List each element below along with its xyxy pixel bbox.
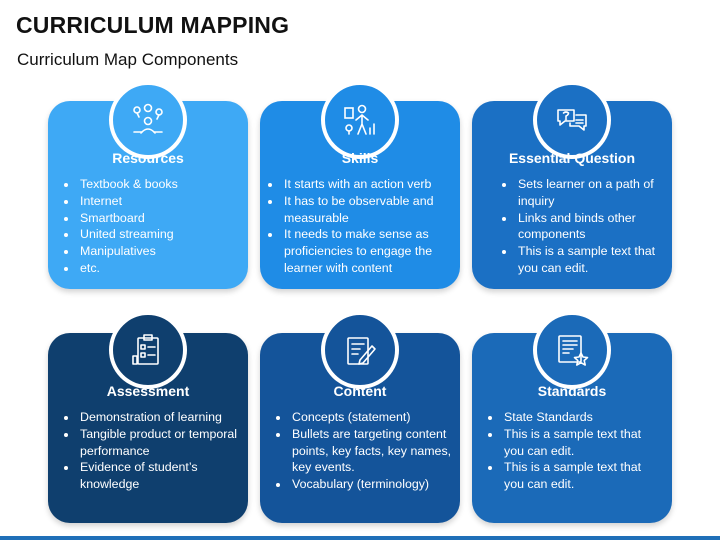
card-title: Skills [341, 150, 379, 166]
list-item: Textbook & books [78, 176, 240, 193]
list-item: It needs to make sense as proficiencies … [282, 226, 452, 276]
list-item: Sets learner on a path of inquiry [516, 176, 664, 210]
document-pencil-icon [321, 311, 399, 389]
list-item: Smartboard [78, 210, 240, 227]
page-subtitle: Curriculum Map Components [17, 50, 239, 69]
list-item: Manipulatives [78, 243, 240, 260]
resources-people-icon [109, 81, 187, 159]
card-bullet-list: Concepts (statement) Bullets are targeti… [276, 409, 452, 493]
card-title: Essential Question [508, 150, 636, 166]
card-standards: Standards State Standards This is a samp… [472, 311, 672, 523]
card-title: Resources [112, 150, 184, 166]
card-title: Content [333, 383, 387, 399]
list-item: This is a sample text that you can edit. [516, 243, 664, 277]
list-item: This is a sample text that you can edit. [502, 459, 664, 493]
card-bullet-list: Sets learner on a path of inquiry Links … [502, 176, 664, 277]
clipboard-checklist-icon [109, 311, 187, 389]
list-item: United streaming [78, 226, 240, 243]
list-item: State Standards [502, 409, 664, 426]
list-item: It starts with an action verb [282, 176, 452, 193]
list-item: Evidence of student’s knowledge [78, 459, 240, 493]
card-assessment: Assessment Demonstration of learning Tan… [48, 311, 248, 523]
card-essential-question: Essential Question Sets learner on a pat… [472, 81, 672, 289]
card-bullet-list: It starts with an action verb It has to … [268, 176, 452, 277]
list-item: Tangible product or temporal performance [78, 426, 240, 460]
page-title: CURRICULUM MAPPING [16, 12, 290, 38]
list-item: Concepts (statement) [290, 409, 452, 426]
card-resources: Resources Textbook & books Internet Smar… [48, 81, 248, 289]
list-item: This is a sample text that you can edit. [502, 426, 664, 460]
card-bullet-list: Demonstration of learning Tangible produ… [64, 409, 240, 493]
list-item: Vocabulary (terminology) [290, 476, 452, 493]
card-title: Standards [537, 383, 607, 399]
bottom-accent-bar [0, 536, 720, 540]
list-item: It has to be observable and measurable [282, 193, 452, 227]
card-bullet-list: State Standards This is a sample text th… [488, 409, 664, 493]
list-item: Internet [78, 193, 240, 210]
card-title: Assessment [106, 383, 190, 399]
list-item: etc. [78, 260, 240, 277]
list-item: Demonstration of learning [78, 409, 240, 426]
list-item: Bullets are targeting content points, ke… [290, 426, 452, 476]
question-chat-icon [533, 81, 611, 159]
document-star-icon [533, 311, 611, 389]
card-skills: Skills It starts with an action verb It … [260, 81, 460, 289]
card-bullet-list: Textbook & books Internet Smartboard Uni… [64, 176, 240, 277]
skills-person-chart-icon [321, 81, 399, 159]
list-item: Links and binds other components [516, 210, 664, 244]
card-content: Content Concepts (statement) Bullets are… [260, 311, 460, 523]
